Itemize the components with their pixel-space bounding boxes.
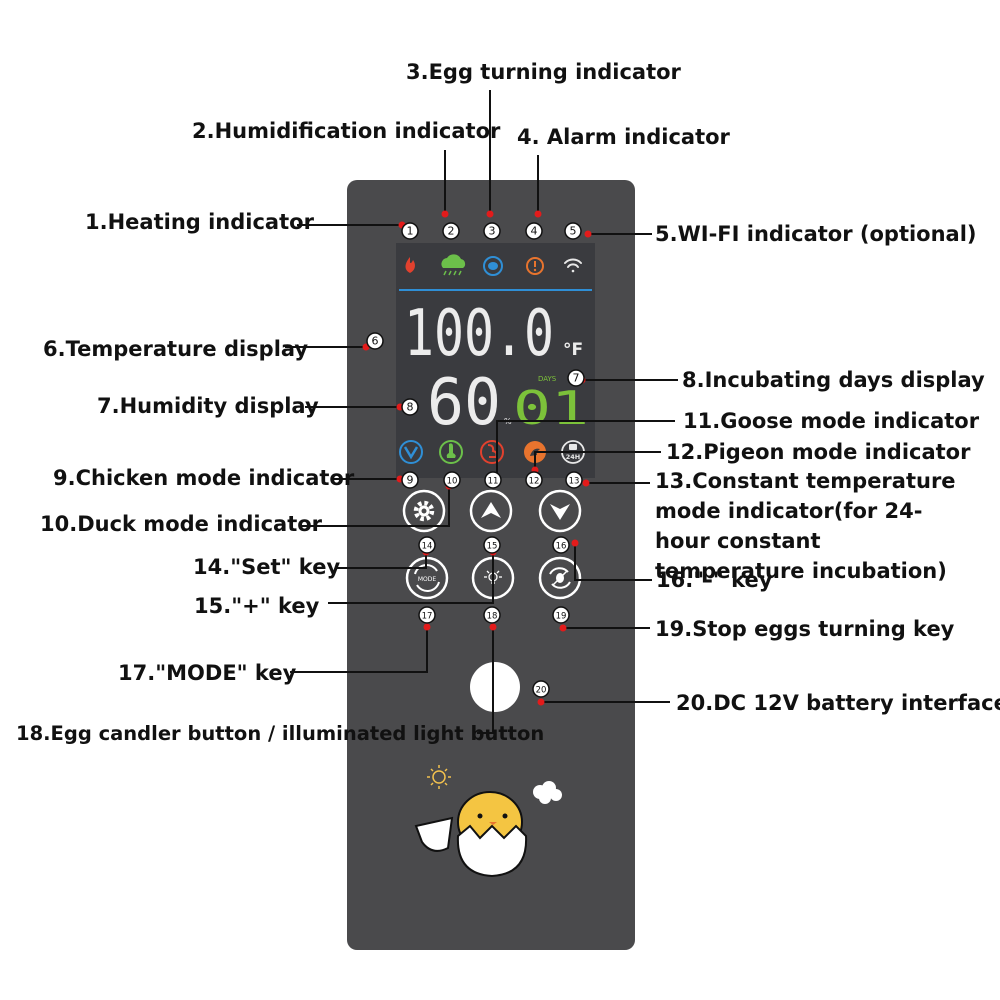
label-plus-key: 15."+" key [194,594,320,618]
stop-turning-key[interactable] [538,556,582,600]
marker-15: 15 [483,536,501,554]
marker-number: 4 [531,225,538,238]
marker-number: 12 [529,477,540,487]
label-chicken-mode-indicator: 9.Chicken mode indicator [53,466,355,490]
label-alarm-indicator: 4. Alarm indicator [517,125,730,149]
label-humidification-indicator: 2.Humidification indicator [192,119,501,143]
humidity-readout: 60 [427,366,501,440]
marker-number: 14 [422,542,433,552]
marker-number: 13 [569,477,580,487]
marker-18: 18 [483,606,501,624]
marker-7: 7 [567,369,585,387]
label-pigeon-mode-indicator: 12.Pigeon mode indicator [666,440,971,464]
marker-number: 11 [488,477,499,487]
label-incubating-days-display: 8.Incubating days display [682,368,985,392]
marker-14: 14 [418,536,436,554]
marker-6: 6 [366,332,384,350]
temperature-unit: °F [563,340,583,360]
marker-13: 13 [565,471,583,489]
marker-number: 2 [448,225,455,238]
marker-number: 17 [422,612,433,622]
marker-9: 9 [401,471,419,489]
marker-number: 7 [573,372,580,385]
label-heating-indicator: 1.Heating indicator [85,210,314,234]
label-set-key: 14."Set" key [193,555,341,579]
marker-number: 10 [447,477,458,487]
marker-19: 19 [552,606,570,624]
label-egg-turning-indicator: 3.Egg turning indicator [406,60,681,84]
marker-12: 12 [525,471,543,489]
lcd-screen [396,243,595,478]
gear-icon [413,500,435,522]
temperature-readout: 100.0 [404,297,554,371]
marker-number: 8 [407,401,414,414]
heating-icon [405,257,415,273]
marker-number: 18 [487,612,498,622]
marker-20: 20 [532,680,550,698]
label-mode-key: 17."MODE" key [118,661,297,685]
alarm-icon [526,257,544,275]
marker-11: 11 [484,471,502,489]
marker-1: 1 [401,222,419,240]
cloud-icon [533,781,562,804]
marker-10: 10 [443,471,461,489]
egg-turning-icon [483,256,503,276]
label-stop-turning-key: 19.Stop eggs turning key [655,617,955,641]
duck-mode-icon [439,440,463,464]
marker-number: 16 [556,542,567,552]
marker-number: 9 [407,474,414,487]
chicken-mode-icon [399,440,423,464]
label-dc-battery-interface: 20.DC 12V battery interface [676,691,1000,715]
up-key[interactable] [469,489,513,533]
marker-16: 16 [552,536,570,554]
chevron-down-icon [550,504,570,520]
h24-label: 24H [566,453,581,461]
marker-8: 8 [401,398,419,416]
marker-2: 2 [442,222,460,240]
mode-key-label: MODE [418,576,437,583]
marker-number: 19 [556,612,567,622]
down-key[interactable] [538,489,582,533]
label-wifi-indicator: 5.WI-FI indicator (optional) [655,222,977,246]
humidification-icon [441,254,466,276]
label-egg-candler-button: 18.Egg candler button / illuminated ligh… [16,722,545,745]
marker-number: 6 [372,335,379,348]
days-label: DAYS [538,375,557,383]
label-humidity-display: 7.Humidity display [97,394,319,418]
marker-3: 3 [483,222,501,240]
leader-lines [285,90,678,734]
hatching-chick-illustration [414,791,528,878]
marker-number: 1 [407,225,414,238]
marker-4: 4 [525,222,543,240]
marker-5: 5 [564,222,582,240]
wifi-icon [564,258,582,273]
marker-number: 15 [487,542,498,552]
label-temperature-display: 6.Temperature display [43,337,309,361]
label-goose-mode-indicator: 11.Goose mode indicator [683,409,980,433]
marker-number: 20 [536,686,547,696]
label-minus-key: 16."-" key [656,568,773,592]
days-readout: 01 [513,381,589,435]
marker-17: 17 [418,606,436,624]
marker-number: 5 [570,225,577,238]
label-constant-temperature-mode: 13.Constant temperature mode indicator(f… [655,469,956,583]
settings-key[interactable] [402,489,446,533]
sun-icon [427,765,451,789]
chevron-up-icon [481,502,501,518]
label-duck-mode-indicator: 10.Duck mode indicator [40,512,323,536]
dc-battery-port[interactable] [470,662,520,712]
marker-number: 3 [489,225,496,238]
